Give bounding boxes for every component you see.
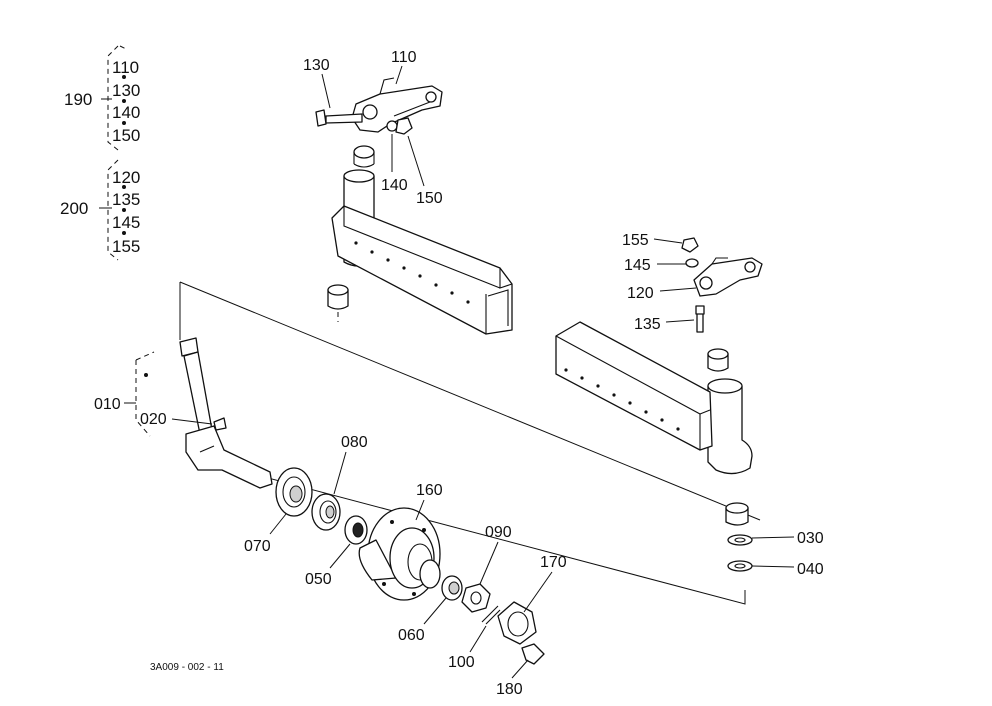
kit-200-label: 200	[60, 199, 88, 218]
bearing-060	[441, 575, 463, 601]
label-150: 150	[416, 190, 443, 207]
left-axle-beam-assembly	[315, 77, 513, 335]
label-120: 120	[627, 285, 654, 302]
washer-140	[386, 120, 398, 132]
label-110-top: 110	[391, 49, 417, 66]
label-060: 060	[398, 627, 425, 644]
label-170: 170	[540, 554, 567, 571]
label-160: 160	[416, 482, 443, 499]
wheel-hub-160	[358, 507, 441, 601]
label-030: 030	[797, 530, 824, 547]
kit-200-item-2: 135	[112, 190, 140, 209]
drawing-reference-code: 3A009 - 002 - 11	[150, 662, 224, 673]
nut-155	[681, 237, 699, 253]
label-070: 070	[244, 538, 271, 555]
kit-190-label: 190	[64, 90, 92, 109]
castle-nut-090	[461, 583, 491, 613]
label-050: 050	[305, 571, 332, 588]
kit-200: 200 120 135 145 155	[60, 159, 140, 261]
label-040: 040	[797, 561, 824, 578]
label-100: 100	[448, 654, 475, 671]
bearing-080	[311, 493, 341, 531]
label-010: 010	[94, 396, 121, 413]
label-180: 180	[496, 681, 523, 698]
label-090: 090	[485, 524, 512, 541]
nut-150	[395, 117, 413, 135]
knuckle-arm-110	[351, 85, 443, 133]
kit-200-item-4: 155	[112, 237, 140, 256]
kit-190-item-4: 150	[112, 126, 140, 145]
label-140: 140	[381, 177, 408, 194]
bushing-upper-left	[353, 145, 375, 159]
axle-beam-left	[331, 205, 513, 335]
kit-190-item-3: 140	[112, 103, 140, 122]
bolt-130	[315, 109, 363, 127]
label-130: 130	[303, 57, 330, 74]
steering-knuckle-010	[135, 337, 273, 489]
grease-nipple-020	[213, 417, 227, 431]
kit-200-item-1: 120	[112, 168, 140, 187]
kit-200-bracket-left	[107, 159, 119, 261]
hub-cap-170	[497, 601, 537, 645]
bolt-135	[695, 305, 705, 333]
assembly-frame-line	[179, 281, 761, 605]
grease-fitting-180	[521, 643, 545, 665]
kit-190-bracket-right	[119, 45, 129, 51]
kit-200-item-3: 145	[112, 213, 140, 232]
kit-190: 190 110 130 140 150	[64, 45, 140, 151]
label-080: 080	[341, 434, 368, 451]
label-145: 145	[624, 257, 651, 274]
axle-beam-right	[555, 321, 713, 451]
right-axle-beam-assembly	[555, 237, 763, 572]
cotter-pin-100	[481, 605, 501, 625]
label-135: 135	[634, 316, 661, 333]
thrust-washer-030	[727, 534, 753, 546]
oil-seal-050	[344, 515, 368, 545]
right-pivot-boss	[707, 380, 753, 475]
label-020: 020	[140, 411, 167, 428]
kit-190-item-1: 110	[112, 58, 139, 77]
label-155: 155	[622, 232, 649, 249]
dust-seal-070	[275, 467, 313, 517]
kit-190-item-2: 130	[112, 81, 140, 100]
shim-040	[727, 560, 753, 572]
washer-145	[685, 258, 699, 268]
